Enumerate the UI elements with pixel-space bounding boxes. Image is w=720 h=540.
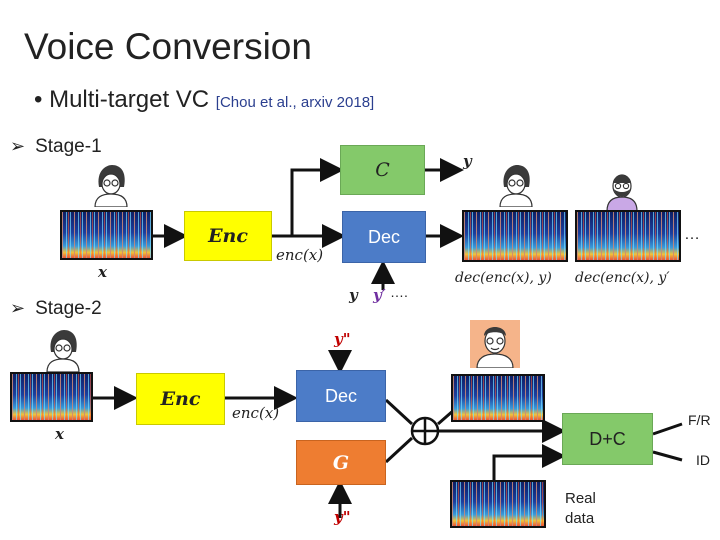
classifier-box: C [340,145,425,195]
citation: [Chou et al., arxiv 2018] [215,94,375,111]
stage2-label: ➢Stage-2 [10,298,102,319]
stage1-output2-label: dec(enc(x), y′ [575,270,670,286]
spectrogram-icon [462,210,568,262]
spectrogram-icon [575,210,681,262]
spectrogram-icon [451,374,545,422]
person-icon [499,165,533,207]
bullet-text: Multi-target VC [49,86,210,113]
fr-output-label: F/R [688,412,711,428]
stage1-dec-box: Dec [342,211,426,263]
bullet-line: • Multi-target VC [Chou et al., arxiv 20… [34,86,374,114]
stage2-dec-box: Dec [296,370,386,422]
speaker-y-prime-label: y′ [373,286,386,304]
person-icon [46,330,80,372]
generator-box: G [296,440,386,485]
stage2-enc-box: Enc [136,373,225,425]
slide-title: Voice Conversion [24,26,312,67]
person-icon [470,320,520,368]
stage2-speaker-top-label: y" [334,330,351,348]
arrowhead-bullet-icon: ➢ [10,136,26,157]
spectrogram-icon [450,480,546,528]
discriminator-box: D+C [562,413,653,465]
stage1-label: ➢Stage-1 [10,136,102,157]
speaker-dots: …. [390,284,408,300]
more-outputs-ellipsis: … [684,226,700,243]
stage1-output1-label: dec(enc(x), y) [455,270,552,286]
person-icon [606,174,638,211]
spectrogram-icon [10,372,93,422]
arrowhead-bullet-icon: ➢ [10,298,26,319]
stage1-enc-box: Enc [184,211,272,261]
stage2-x-label: x [55,425,64,443]
real-data-label: Real data [565,490,596,527]
person-icon [94,165,128,207]
spectrogram-icon [60,210,153,260]
classifier-output-label: y [463,152,472,170]
id-output-label: ID [696,452,710,468]
stage1-x-label: x [98,263,107,281]
speaker-y-label: y [349,286,358,304]
bullet-dot: • [34,86,43,113]
stage1-enc-output-label: enc(x) [276,246,324,264]
stage2-enc-output-label: enc(x) [232,404,280,422]
circle-plus-icon [410,416,440,446]
stage2-speaker-bottom-label: y" [334,508,351,526]
